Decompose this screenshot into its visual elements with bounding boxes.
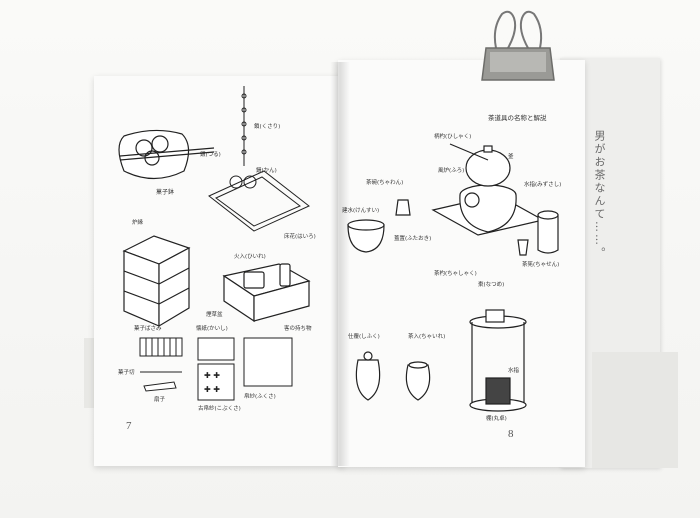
kensui-label-top: 建水(けんすい) <box>342 206 379 214</box>
jubako-illustration <box>122 235 191 328</box>
right-page-heading: 茶道具の名称と解説 <box>488 113 547 122</box>
book-gutter <box>330 62 350 466</box>
background-card-lower <box>592 352 678 468</box>
left-page-number: 7 <box>126 420 132 432</box>
binder-clip-icon <box>481 10 555 81</box>
hiire-label: 火入(ひいれ) <box>234 253 266 260</box>
kashibachi-bowl-illustration <box>118 129 215 180</box>
marujoku-shelf-illustration <box>469 309 527 412</box>
shifuku-chaire-illustration <box>355 351 431 401</box>
right-page-illustrations: 茶道具の名称と解説 柄杓(ひしゃく) 釜 風炉(ふろ) 茶碗(ちゃわん) <box>342 113 561 422</box>
futaoki-label: 蓋置(ふたおき) <box>394 234 431 242</box>
kaishi-label: 懐紙(かいし) <box>196 324 228 332</box>
left-page-illustrations: 菓子鉢 鐶(つる) 鎖(くさり) 鐶(かん) <box>118 86 316 412</box>
kashiyouji-label: 菓子切 <box>118 368 135 376</box>
tabakobon-illustration <box>222 263 311 323</box>
kusari-label: 鎖(くさり) <box>254 122 280 130</box>
kan-label: 鐶(かん) <box>256 166 277 174</box>
chaire-label: 茶入(ちゃいれ) <box>408 332 445 340</box>
chawan-label: 茶碗(ちゃわん) <box>366 178 403 186</box>
shifuku-label: 仕覆(しふく) <box>348 332 380 340</box>
svg-text:✚ ✚: ✚ ✚ <box>204 371 220 380</box>
chashaku-label: 茶杓(ちゃしゃく) <box>434 269 477 277</box>
marujoku-label: 棚(丸卓) <box>486 414 507 422</box>
kashibasami-label: 菓子ばさみ <box>134 324 162 332</box>
chasen-label: 茶筅(ちゃせん) <box>522 260 559 268</box>
left-page: 菓子鉢 鐶(つる) 鎖(くさり) 鐶(かん) <box>94 76 344 466</box>
hishaku-label: 柄杓(ひしゃく) <box>434 132 471 140</box>
guest-items-illustration: ✚ ✚ ✚ ✚ <box>139 337 293 401</box>
kama-furo-illustration <box>431 143 545 236</box>
mizusashi-label: 水指(みずさし) <box>524 180 561 188</box>
right-page: 茶道具の名称と解説 柄杓(ひしゃく) 釜 風炉(ふろ) 茶碗(ちゃわん) <box>338 60 585 467</box>
tsuru-label: 鐶(つる) <box>200 150 221 158</box>
kashibachi-label: 菓子鉢 <box>156 188 174 196</box>
mizusashi2-label: 水指 <box>508 366 520 374</box>
kama-label: 釜 <box>508 152 514 160</box>
fukusa-label: 帛紗(ふくさ) <box>244 392 276 400</box>
mizusashi-illustration <box>517 210 559 256</box>
sensu-label: 扇子 <box>154 395 166 403</box>
right-page-number: 8 <box>508 428 514 440</box>
kobukusa-label: 古帛紗(こぶくさ) <box>198 404 241 412</box>
furo-label: 風炉(ふろ) <box>438 166 464 174</box>
enrou-label: 煙草盆 <box>206 310 223 318</box>
roban-label: 炉縁 <box>132 218 144 226</box>
natsume-label: 棗(なつめ) <box>478 280 504 288</box>
tokoro-label: 床花(はいろ) <box>284 232 316 240</box>
kyaku-label: 客の持ち物 <box>284 324 312 332</box>
svg-text:✚ ✚: ✚ ✚ <box>204 385 220 394</box>
kusari-chain-illustration <box>208 86 310 232</box>
chawan-illustration <box>347 199 411 253</box>
vertical-title: 男がお茶なんて……。 <box>593 130 606 260</box>
